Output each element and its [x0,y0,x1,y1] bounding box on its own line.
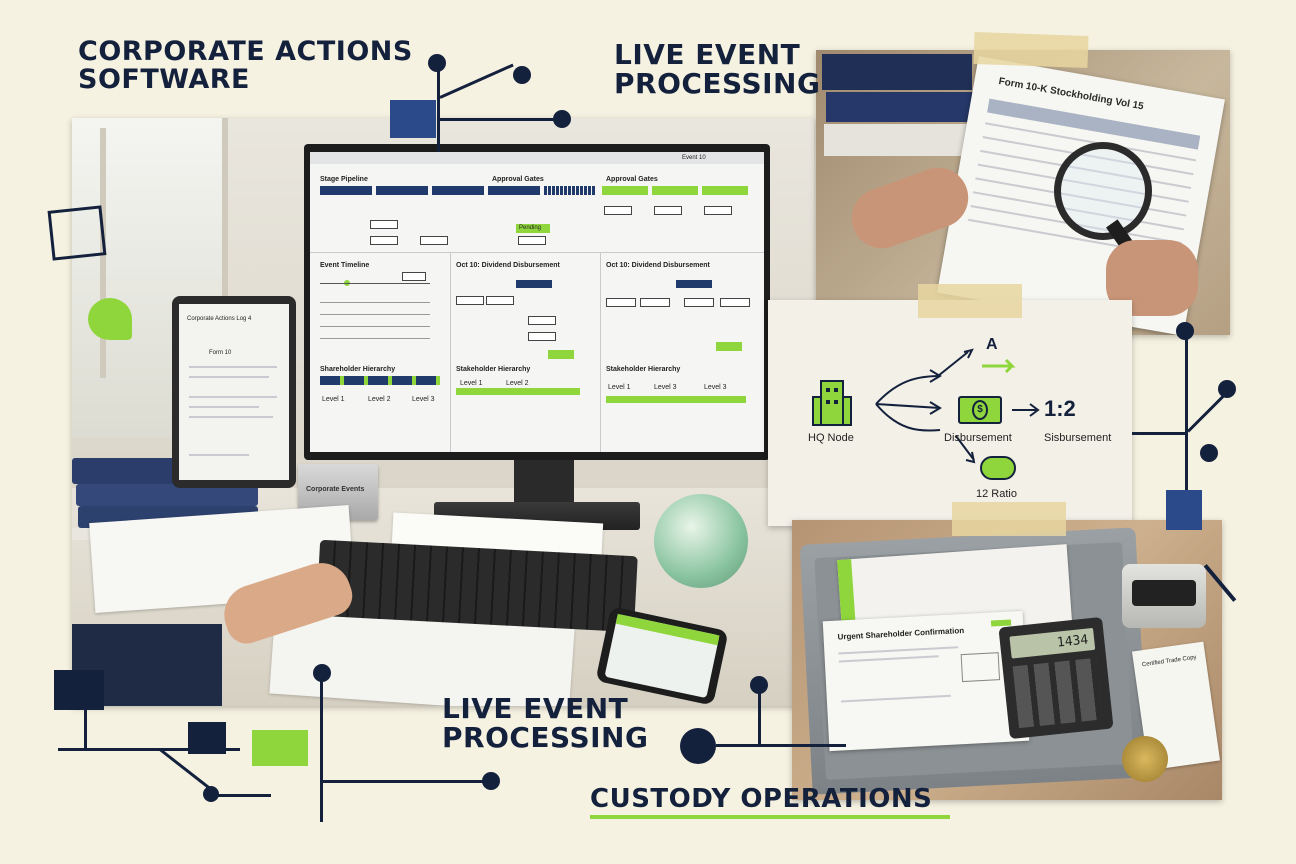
browser-bar [310,152,764,164]
pending-badge[interactable]: Pending [516,224,550,233]
ratio-label: Sisbursement [1044,432,1112,444]
handshake-icon [980,456,1016,480]
hierarchy-c-bar [606,396,746,403]
document-photo: Form 10-K Stockholding Vol 15 [816,50,1230,335]
hq-label: HQ Node [808,432,854,444]
pipeline-box[interactable] [370,236,398,245]
calculator: 1434 [998,616,1114,740]
hierarchy-c-title: Stakeholder Hierarchy [606,366,681,373]
cash-icon: $ [958,396,1002,424]
pipeline-box[interactable] [518,236,546,245]
panel-c-title: Oct 10: Dividend Disbursement [606,262,710,269]
monitor-stand [514,460,574,504]
tray-photo: Urgent Shareholder Confirmation 1434 Cer… [792,520,1222,800]
level-1-b: Level 1 [460,380,483,387]
decor-navy-square [188,722,226,754]
pipeline-box[interactable] [654,206,682,215]
decor-square [1166,490,1202,530]
pipeline-stage[interactable] [488,186,540,195]
tablet-subtitle: Form 10 [209,350,232,356]
coin [1122,736,1168,782]
pipeline-stage[interactable] [432,186,484,195]
hierarchy-b-bar [456,388,580,395]
stamp [1122,564,1206,628]
desk-photo: Corporate Actions Log 4 Form 10 Corporat… [72,118,814,706]
level-3-a: Level 3 [412,396,435,403]
hierarchy-b-title: Stakeholder Hierarchy [456,366,531,373]
tablet: Corporate Actions Log 4 Form 10 [172,296,296,488]
tablet-title: Corporate Actions Log 4 [187,316,252,322]
headline-live-event-bottom: LIVE EVENT PROCESSING [442,692,649,755]
section-title: Stage Pipeline [320,176,368,183]
pipeline-stage[interactable] [320,186,372,195]
decor-lime-blob [88,298,132,340]
decor-square [390,100,436,138]
level-2-a: Level 2 [368,396,391,403]
pipeline-stage[interactable] [376,186,428,195]
approval-gates-label-2: Approval Gates [606,176,658,183]
hierarchy-a-bar [320,376,440,385]
card-text: Certified Trade Copy [1141,654,1197,669]
pipeline-stage[interactable] [602,186,648,195]
monitor: Event 10 Stage Pipeline Approval Gates A… [304,144,770,460]
browser-title: Event 10 [682,155,706,161]
glass-globe [654,494,748,588]
level-3-c2: Level 3 [704,384,727,391]
headline-corporate-actions: CORPORATE ACTIONS SOFTWARE [78,36,413,96]
decor-outline-square [47,205,107,261]
level-1-a: Level 1 [322,396,345,403]
building-icon [812,380,852,426]
headline-live-event-top: LIVE EVENT PROCESSING [614,38,821,101]
panel-c-header[interactable] [676,280,712,288]
approval-gates-label-1: Approval Gates [492,176,544,183]
level-1-c: Level 1 [608,384,631,391]
diagram-arrows [875,348,1040,464]
pipeline-stage[interactable] [702,186,748,195]
binder-stack [822,54,992,164]
desk-plaque-text: Corporate Events [306,486,365,493]
top-glyph: A [986,336,998,353]
pipeline-box[interactable] [420,236,448,245]
disbursement-label: Disbursement [944,432,1012,444]
hierarchy-a-title: Shareholder Hierarchy [320,366,396,373]
decor-navy-square [54,670,104,710]
pipeline-box[interactable] [370,220,398,229]
magnifying-glass-icon [1054,142,1152,240]
ratio-value: 1:2 [1044,396,1076,421]
pipeline-box[interactable] [604,206,632,215]
pipeline-stage[interactable] [544,186,596,195]
panel-a-box[interactable] [402,272,426,281]
panel-b-title: Oct 10: Dividend Disbursement [456,262,560,269]
bottom-ratio-label: 12 Ratio [976,488,1017,500]
decor-lime-square [252,730,308,766]
letter-title: Urgent Shareholder Confirmation [837,625,965,642]
level-3-c: Level 3 [654,384,677,391]
headline-custody-operations: CUSTODY OPERATIONS [590,785,950,820]
calculator-display: 1434 [1056,632,1089,651]
panel-a-title: Event Timeline [320,262,370,269]
panel-b-header[interactable] [516,280,552,288]
level-2-b: Level 2 [506,380,529,387]
flow-diagram: HQ Node $ Disbursement A 1:2 Sisbursemen… [768,300,1132,526]
pipeline-stage[interactable] [652,186,698,195]
window [72,118,228,438]
monitor-screen: Event 10 Stage Pipeline Approval Gates A… [310,152,764,452]
pipeline-box[interactable] [704,206,732,215]
